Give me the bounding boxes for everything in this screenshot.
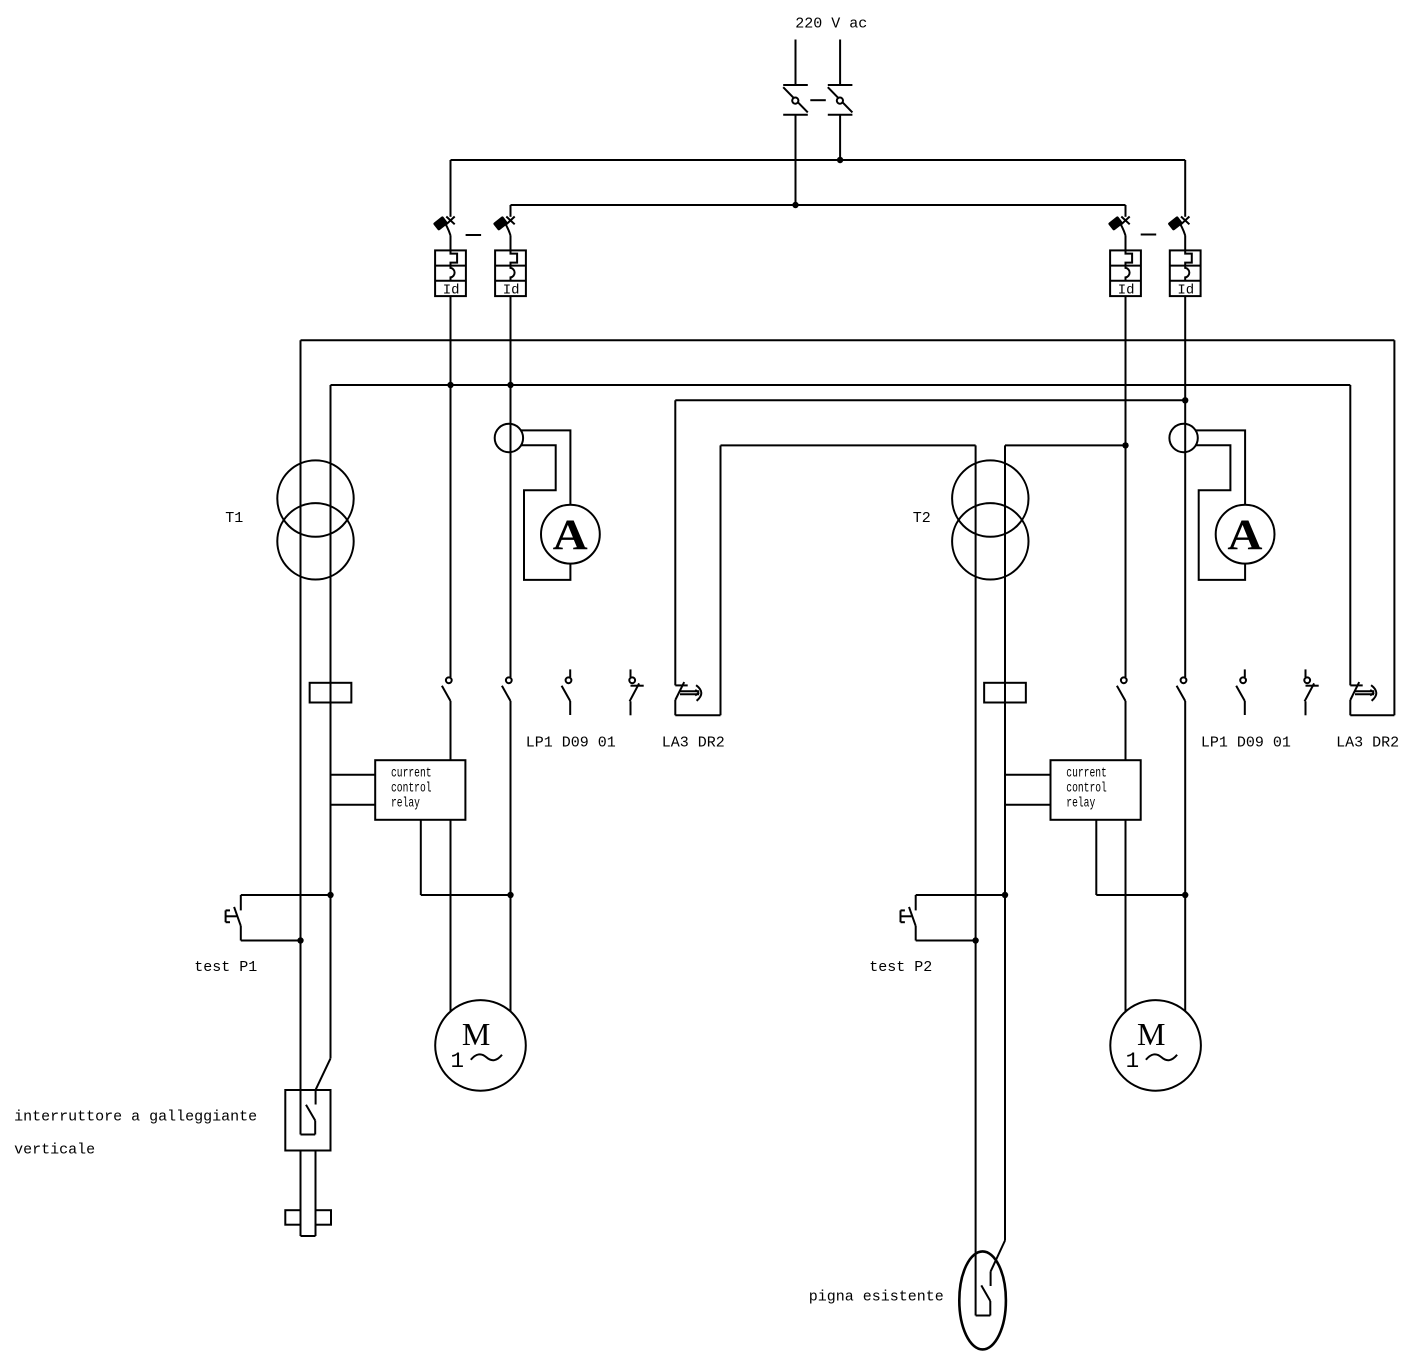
svg-text:interruttore a galleggiante: interruttore a galleggiante [14,1109,257,1126]
svg-text:T1: T1 [225,510,243,527]
svg-text:control: control [1066,780,1107,796]
svg-text:test P2: test P2 [869,959,932,976]
svg-text:Id: Id [443,282,460,298]
svg-text:control: control [391,780,432,796]
svg-text:T2: T2 [913,510,931,527]
svg-text:LA3 DR2: LA3 DR2 [662,734,725,751]
svg-text:LP1 D09 01: LP1 D09 01 [526,734,616,751]
svg-text:verticale: verticale [14,1141,95,1158]
svg-text:current: current [391,765,432,781]
svg-text:M: M [1137,1016,1165,1052]
svg-text:1: 1 [1126,1048,1140,1074]
svg-text:relay: relay [1066,795,1095,811]
svg-text:A: A [1227,510,1262,558]
svg-text:pigna esistente: pigna esistente [809,1288,944,1305]
svg-text:1: 1 [451,1048,465,1074]
svg-text:relay: relay [391,795,420,811]
svg-text:220 V ac: 220 V ac [795,15,867,32]
svg-text:LA3 DR2: LA3 DR2 [1336,734,1399,751]
svg-text:test P1: test P1 [194,959,257,976]
svg-text:current: current [1066,765,1107,781]
svg-text:Id: Id [1177,282,1194,298]
svg-text:Id: Id [1118,282,1135,298]
svg-text:LP1 D09 01: LP1 D09 01 [1201,734,1291,751]
svg-text:Id: Id [503,282,520,298]
svg-text:A: A [553,510,588,558]
svg-text:M: M [462,1016,490,1052]
